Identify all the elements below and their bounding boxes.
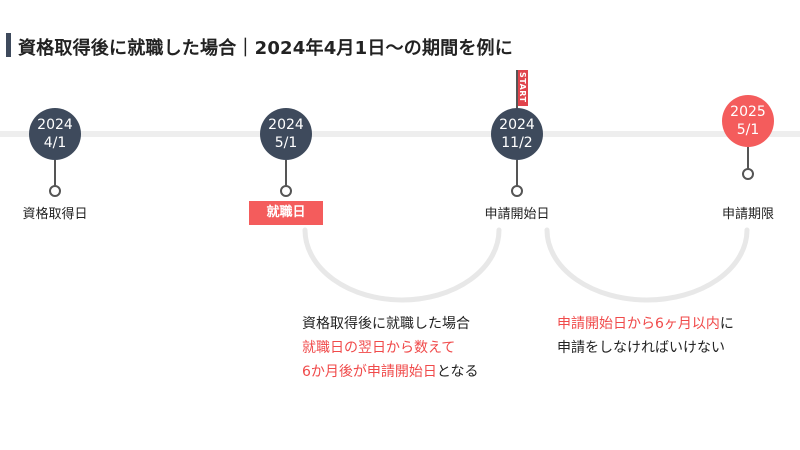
note-right-line1: 申請開始日から6ヶ月以内に: [557, 312, 734, 336]
page-title: 資格取得後に就職した場合｜2024年4月1日〜の期間を例に: [18, 38, 513, 59]
title-accent-bar: [6, 33, 11, 57]
note-right-line2: 申請をしなければいけない: [557, 340, 725, 356]
note-right-line1-black: に: [719, 316, 734, 332]
arc-employment-to-start: [302, 227, 502, 303]
timeline-node-2: 2024 5/1: [260, 108, 312, 160]
note-right-line1-red: 申請開始日から6ヶ月以内: [557, 316, 720, 332]
node-1-stem: [54, 160, 56, 186]
node-2-year: 2024: [268, 117, 304, 133]
note-left-line2: 就職日の翌日から数えて: [302, 340, 456, 356]
node-2-date: 5/1: [274, 135, 298, 151]
employment-date-badge: 就職日: [249, 201, 323, 225]
node-3-stem: [516, 160, 518, 186]
note-right: 申請開始日から6ヶ月以内に 申請をしなければいけない: [557, 312, 734, 360]
arc-start-to-deadline: [544, 227, 750, 303]
timeline-node-3: 2024 11/2: [491, 108, 543, 160]
start-flag-text: START: [518, 72, 527, 103]
start-flag-pole: [516, 70, 518, 110]
node-3-date: 11/2: [501, 135, 533, 151]
note-left-line3: 6か月後が申請開始日となる: [302, 360, 479, 384]
node-2-stem: [285, 160, 287, 186]
node-4-year: 2025: [730, 104, 766, 120]
timeline-node-1: 2024 4/1: [29, 108, 81, 160]
node-1-date: 4/1: [43, 135, 67, 151]
note-left-line3-red: 6か月後が申請開始日: [302, 364, 437, 380]
node-1-year: 2024: [37, 117, 73, 133]
start-flag: START: [518, 70, 528, 106]
node-2-dot: [280, 185, 292, 197]
node-3-dot: [511, 185, 523, 197]
note-left: 資格取得後に就職した場合 就職日の翌日から数えて 6か月後が申請開始日となる: [302, 312, 479, 384]
node-4-label: 申請期限: [721, 207, 774, 222]
node-1-dot: [49, 185, 61, 197]
node-4-date: 5/1: [736, 122, 760, 138]
timeline-line: [0, 131, 800, 137]
note-left-line1: 資格取得後に就職した場合: [302, 316, 470, 332]
node-1-label: 資格取得日: [22, 207, 88, 222]
node-3-year: 2024: [499, 117, 535, 133]
timeline-node-4: 2025 5/1: [722, 95, 774, 147]
note-left-line3-black: となる: [436, 364, 479, 380]
node-4-dot: [742, 168, 754, 180]
node-4-stem: [747, 147, 749, 173]
node-3-label: 申請開始日: [484, 207, 550, 222]
